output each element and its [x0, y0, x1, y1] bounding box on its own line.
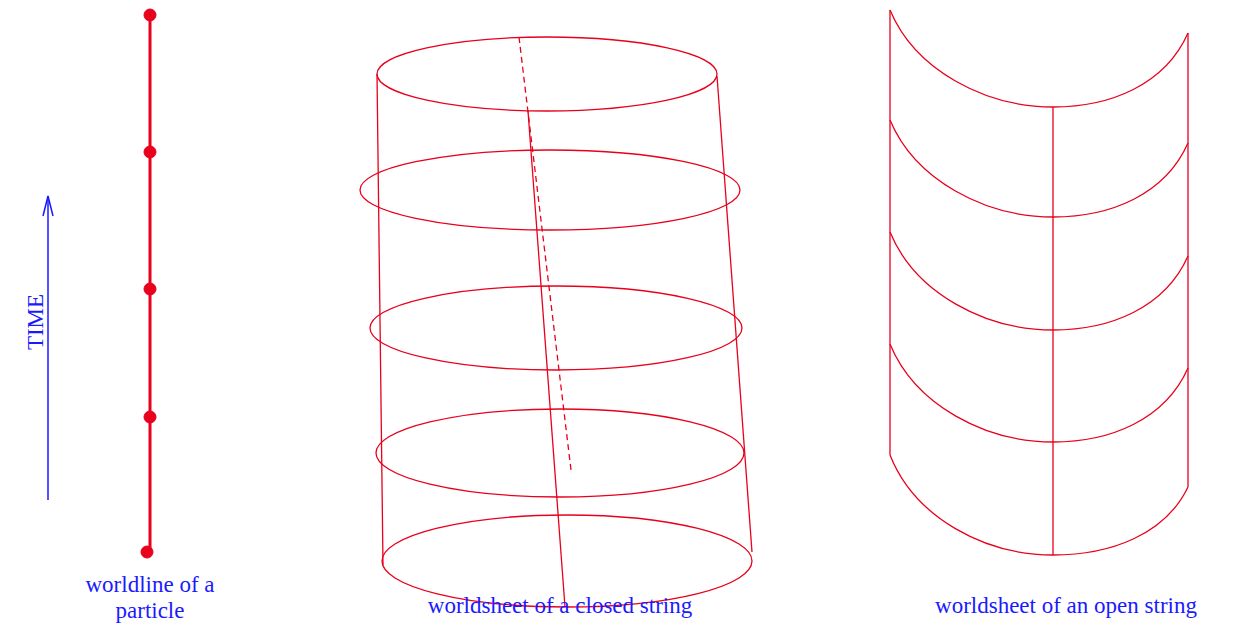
- particle-dot: [141, 546, 153, 558]
- caption-label: worldsheet of an open string: [896, 593, 1236, 619]
- sheet-edge: [377, 74, 383, 565]
- arrow-head: [43, 196, 53, 216]
- open-string: [890, 455, 1188, 555]
- closed-string-loop: [377, 37, 717, 111]
- closed-string-loop: [360, 150, 740, 230]
- closed-string-worldsheet: [360, 37, 752, 607]
- open-string: [890, 232, 1188, 330]
- particle-dot: [144, 283, 156, 295]
- particle-dot: [144, 9, 156, 21]
- closed-string-loop: [376, 409, 744, 497]
- caption-label: worldline of a particle: [80, 572, 220, 624]
- axis-label: TIME: [23, 262, 49, 382]
- particle-worldline: [141, 9, 156, 558]
- sheet-line: [1052, 107, 1053, 555]
- open-string-worldsheet: [890, 10, 1188, 555]
- particle-dot: [144, 411, 156, 423]
- sheet-line: [528, 111, 565, 607]
- sheet-edge: [717, 76, 752, 552]
- particle-dot: [144, 146, 156, 158]
- sheet-edge: [1187, 33, 1188, 487]
- open-string: [890, 10, 1188, 107]
- closed-string-loop: [370, 286, 742, 370]
- open-string: [890, 120, 1188, 217]
- hidden-sheet-line: [519, 37, 571, 470]
- caption-label: worldsheet of a closed string: [390, 593, 730, 619]
- open-string: [890, 344, 1188, 442]
